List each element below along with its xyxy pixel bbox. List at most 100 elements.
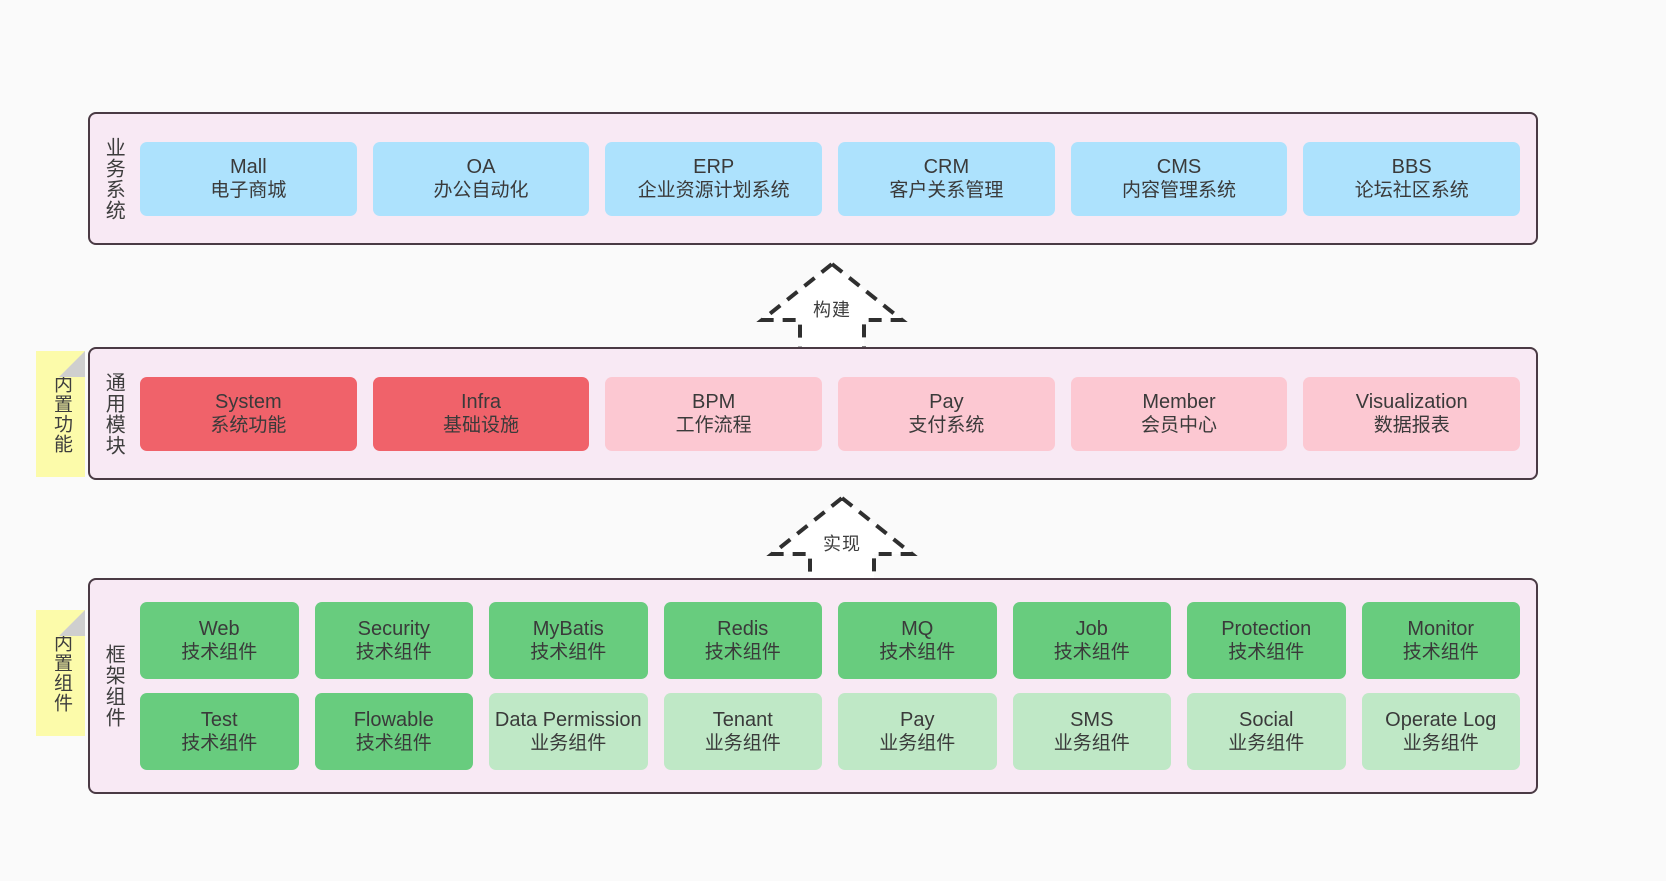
card-title: Security <box>357 617 430 640</box>
card-sms[interactable]: SMS 业务组件 <box>1012 693 1171 770</box>
card-member[interactable]: Member 会员中心 <box>1070 376 1288 451</box>
card-subtitle: 技术组件 <box>355 733 432 755</box>
card-operate-log[interactable]: Operate Log 业务组件 <box>1361 693 1520 770</box>
card-oa[interactable]: OA 办公自动化 <box>372 141 590 216</box>
card-title: MQ <box>901 617 934 640</box>
layer-framework-components: 框架组件 Web 技术组件 Security 技术组件 MyBatis 技术组件… <box>88 578 1538 794</box>
layer-label-common-modules: 通用模块 <box>102 371 125 456</box>
card-subtitle: 技术组件 <box>530 642 607 664</box>
card-security[interactable]: Security 技术组件 <box>314 602 473 679</box>
card-title: Job <box>1075 617 1108 640</box>
connector-build-arrow: 构建 <box>752 258 912 358</box>
card-mall[interactable]: Mall 电子商城 <box>140 141 357 216</box>
card-web[interactable]: Web 技术组件 <box>140 602 299 679</box>
card-title: Mall <box>230 155 267 178</box>
card-subtitle: 业务组件 <box>1228 733 1305 755</box>
card-subtitle: 工作流程 <box>675 415 752 437</box>
card-title: Social <box>1239 708 1294 731</box>
card-test[interactable]: Test 技术组件 <box>140 693 299 770</box>
card-subtitle: 系统功能 <box>210 415 287 437</box>
card-monitor[interactable]: Monitor 技术组件 <box>1361 602 1520 679</box>
card-title: Visualization <box>1355 390 1468 413</box>
card-subtitle: 电子商城 <box>210 180 287 202</box>
card-title: Pay <box>900 708 935 731</box>
card-row-business: Mall 电子商城 OA 办公自动化 ERP 企业资源计划系统 CRM 客户关系… <box>140 141 1521 216</box>
card-row-business-components: Test 技术组件 Flowable 技术组件 Data Permission … <box>140 693 1520 770</box>
card-flowable[interactable]: Flowable 技术组件 <box>314 693 473 770</box>
card-title: CMS <box>1156 155 1202 178</box>
card-bbs[interactable]: BBS 论坛社区系统 <box>1303 141 1521 216</box>
card-visualization[interactable]: Visualization 数据报表 <box>1303 376 1521 451</box>
card-mybatis[interactable]: MyBatis 技术组件 <box>489 602 648 679</box>
card-subtitle: 技术组件 <box>181 733 258 755</box>
card-title: Operate Log <box>1385 708 1497 731</box>
card-subtitle: 技术组件 <box>181 642 258 664</box>
card-pay-module[interactable]: Pay 支付系统 <box>838 376 1055 451</box>
card-crm[interactable]: CRM 客户关系管理 <box>838 141 1055 216</box>
card-title: Flowable <box>353 708 434 731</box>
card-row-tech-components: Web 技术组件 Security 技术组件 MyBatis 技术组件 Redi… <box>140 602 1520 679</box>
card-cms[interactable]: CMS 内容管理系统 <box>1070 141 1288 216</box>
card-mq[interactable]: MQ 技术组件 <box>838 602 997 679</box>
layer-business-systems: 业务系统 Mall 电子商城 OA 办公自动化 ERP 企业资源计划系统 CRM… <box>88 112 1538 245</box>
card-infra[interactable]: Infra 基础设施 <box>372 376 590 451</box>
card-subtitle: 论坛社区系统 <box>1354 180 1469 202</box>
card-title: BPM <box>692 390 736 413</box>
card-subtitle: 业务组件 <box>530 733 607 755</box>
card-subtitle: 内容管理系统 <box>1122 180 1237 202</box>
card-subtitle: 技术组件 <box>1228 642 1305 664</box>
card-tenant[interactable]: Tenant 业务组件 <box>663 693 822 770</box>
card-subtitle: 技术组件 <box>355 642 432 664</box>
card-title: Data Permission <box>494 708 642 731</box>
card-erp[interactable]: ERP 企业资源计划系统 <box>605 141 823 216</box>
card-subtitle: 技术组件 <box>1402 642 1479 664</box>
card-title: Protection <box>1221 617 1312 640</box>
card-title: Monitor <box>1407 617 1475 640</box>
sticky-note-builtin-features: 内置功能 <box>36 351 85 477</box>
connector-implement-arrow: 实现 <box>762 492 922 592</box>
card-bpm[interactable]: BPM 工作流程 <box>605 376 823 451</box>
card-title: MyBatis <box>532 617 604 640</box>
card-title: Infra <box>460 390 502 413</box>
card-subtitle: 企业资源计划系统 <box>637 180 790 202</box>
card-title: SMS <box>1070 708 1114 731</box>
layer-label-business-systems: 业务系统 <box>102 136 125 221</box>
card-title: Test <box>200 708 238 731</box>
card-data-permission[interactable]: Data Permission 业务组件 <box>489 693 648 770</box>
layer-common-modules: 通用模块 System 系统功能 Infra 基础设施 BPM 工作流程 Pay… <box>88 347 1538 480</box>
card-title: Pay <box>929 390 964 413</box>
card-title: OA <box>466 155 496 178</box>
card-title: ERP <box>693 155 735 178</box>
layer-body-common-modules: System 系统功能 Infra 基础设施 BPM 工作流程 Pay 支付系统… <box>136 349 1536 478</box>
connector-implement-label: 实现 <box>823 534 861 554</box>
connector-build-label: 构建 <box>813 300 851 320</box>
layer-body-framework-components: Web 技术组件 Security 技术组件 MyBatis 技术组件 Redi… <box>136 580 1536 792</box>
card-subtitle: 业务组件 <box>704 733 781 755</box>
card-pay-component[interactable]: Pay 业务组件 <box>838 693 997 770</box>
card-title: CRM <box>923 155 970 178</box>
card-subtitle: 技术组件 <box>879 642 956 664</box>
card-row-common: System 系统功能 Infra 基础设施 BPM 工作流程 Pay 支付系统… <box>140 376 1521 451</box>
card-subtitle: 支付系统 <box>908 415 985 437</box>
card-subtitle: 业务组件 <box>879 733 956 755</box>
layer-label-framework-components: 框架组件 <box>102 644 125 728</box>
card-subtitle: 客户关系管理 <box>889 180 1004 202</box>
card-title: BBS <box>1391 155 1432 178</box>
card-subtitle: 基础设施 <box>443 415 520 437</box>
card-title: Web <box>198 617 240 640</box>
card-subtitle: 业务组件 <box>1053 733 1130 755</box>
card-system[interactable]: System 系统功能 <box>140 376 357 451</box>
card-protection[interactable]: Protection 技术组件 <box>1187 602 1346 679</box>
card-redis[interactable]: Redis 技术组件 <box>663 602 822 679</box>
card-subtitle: 业务组件 <box>1402 733 1479 755</box>
sticky-note-builtin-components: 内置组件 <box>36 610 85 736</box>
layer-body-business-systems: Mall 电子商城 OA 办公自动化 ERP 企业资源计划系统 CRM 客户关系… <box>136 114 1536 243</box>
card-job[interactable]: Job 技术组件 <box>1012 602 1171 679</box>
card-title: System <box>214 390 282 413</box>
card-subtitle: 数据报表 <box>1373 415 1450 437</box>
card-title: Member <box>1142 390 1216 413</box>
card-social[interactable]: Social 业务组件 <box>1187 693 1346 770</box>
card-title: Redis <box>717 617 769 640</box>
card-title: Tenant <box>712 708 773 731</box>
